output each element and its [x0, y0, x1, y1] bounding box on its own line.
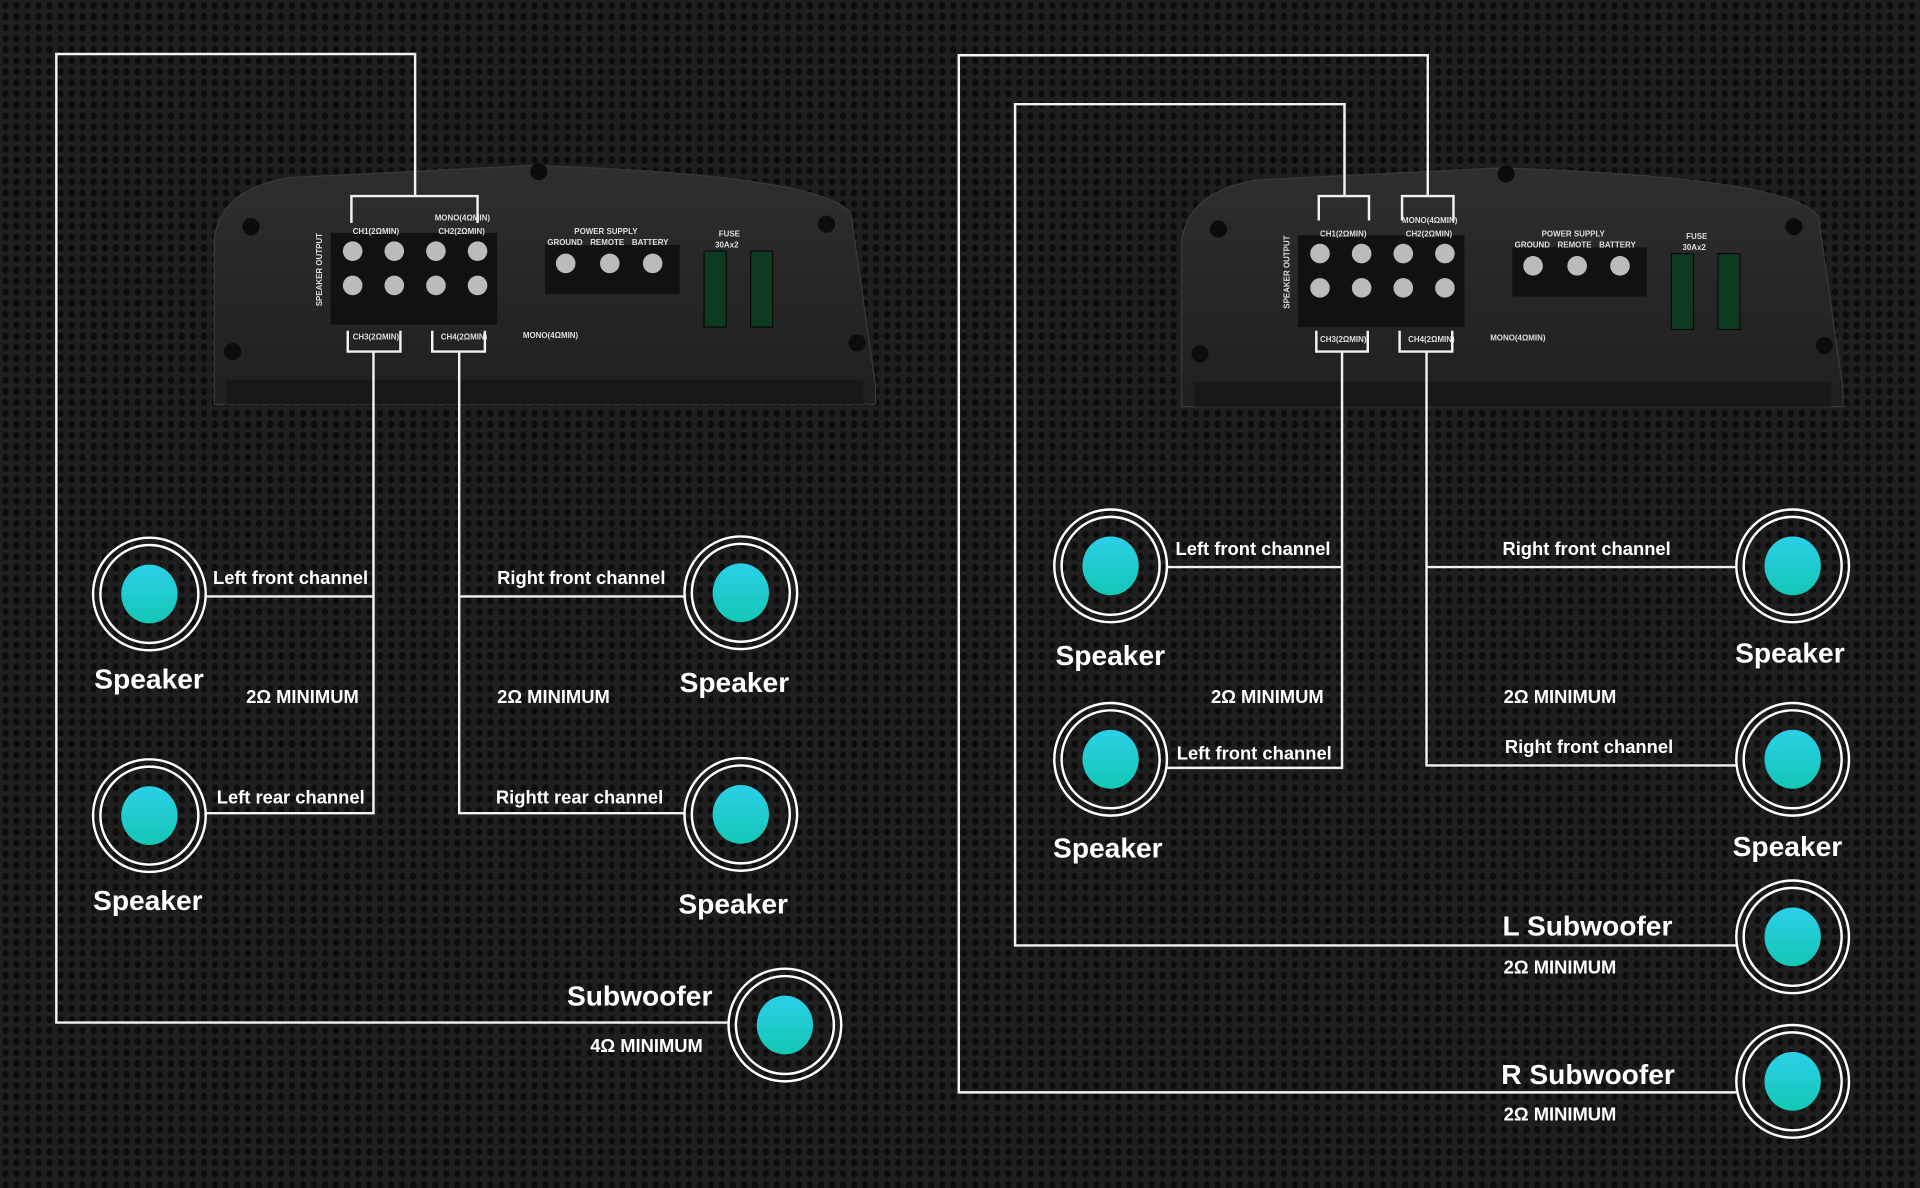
svg-text:CH3(2ΩMIN): CH3(2ΩMIN) — [353, 332, 400, 341]
svg-text:SPEAKER OUTPUT: SPEAKER OUTPUT — [1282, 235, 1291, 308]
label-right-rear: Rightt rear channel — [496, 786, 663, 807]
svg-text:FUSE: FUSE — [1686, 232, 1707, 241]
svg-text:CH2(2ΩMIN): CH2(2ΩMIN) — [1406, 229, 1453, 238]
svg-text:MONO(4ΩMIN): MONO(4ΩMIN) — [523, 331, 579, 340]
amplifier-left: SPEAKER OUTPUT CH1(2ΩMIN) CH2(2ΩMIN) MON… — [213, 162, 877, 405]
svg-text:REMOTE: REMOTE — [1558, 240, 1592, 249]
subwoofer-icon — [1735, 879, 1851, 995]
speaker-label: Speaker — [1733, 831, 1843, 862]
svg-text:SPEAKER OUTPUT: SPEAKER OUTPUT — [315, 233, 324, 306]
left-wires — [55, 52, 729, 1024]
svg-text:FUSE: FUSE — [719, 229, 740, 238]
impedance-label: 2Ω MINIMUM — [1504, 1104, 1617, 1125]
label-left-front: Left front channel — [213, 567, 368, 588]
svg-text:GROUND: GROUND — [1515, 240, 1551, 249]
speaker-label: Speaker — [678, 889, 788, 920]
svg-text:BATTERY: BATTERY — [632, 238, 669, 247]
impedance-label: 2Ω MINIMUM — [1504, 686, 1617, 707]
speaker-icon — [1053, 701, 1169, 817]
label-left-rear: Left rear channel — [217, 786, 365, 807]
svg-text:CH2(2ΩMIN): CH2(2ΩMIN) — [438, 227, 485, 236]
speaker-label: Speaker — [94, 663, 204, 694]
impedance-label: 2Ω MINIMUM — [1504, 957, 1617, 978]
r-subwoofer-label: R Subwoofer — [1501, 1059, 1675, 1090]
impedance-label: 2Ω MINIMUM — [497, 686, 610, 707]
speaker-label: Speaker — [680, 667, 790, 698]
svg-text:MONO(4ΩMIN): MONO(4ΩMIN) — [1402, 216, 1458, 225]
svg-text:30Ax2: 30Ax2 — [715, 240, 739, 249]
svg-text:BATTERY: BATTERY — [1599, 240, 1636, 249]
speaker-icon — [683, 535, 799, 651]
svg-text:REMOTE: REMOTE — [590, 238, 624, 247]
speaker-label: Speaker — [1056, 640, 1166, 671]
label-left-front-2: Left front channel — [1177, 742, 1332, 763]
impedance-label: 2Ω MINIMUM — [1211, 686, 1324, 707]
subwoofer-icon — [1735, 1023, 1851, 1139]
label-right-front: Right front channel — [497, 567, 665, 588]
svg-text:CH3(2ΩMIN): CH3(2ΩMIN) — [1320, 335, 1367, 344]
svg-text:CH1(2ΩMIN): CH1(2ΩMIN) — [1320, 229, 1367, 238]
subwoofer-icon — [727, 967, 843, 1083]
impedance-label: 2Ω MINIMUM — [246, 686, 359, 707]
svg-text:CH4(2ΩMIN): CH4(2ΩMIN) — [441, 332, 488, 341]
speaker-icon — [683, 756, 799, 872]
svg-text:CH4(2ΩMIN): CH4(2ΩMIN) — [1408, 335, 1455, 344]
speaker-icon — [1735, 508, 1851, 624]
speaker-label: Speaker — [1735, 638, 1845, 669]
subwoofer-label: Subwoofer — [567, 980, 713, 1011]
speaker-icon — [1053, 508, 1169, 624]
speaker-icon — [91, 536, 207, 652]
amplifier-right: SPEAKER OUTPUT CH1(2ΩMIN) CH2(2ΩMIN) MON… — [1181, 164, 1844, 408]
speaker-label: Speaker — [1053, 832, 1163, 863]
speaker-icon — [91, 758, 207, 874]
speaker-icon — [1735, 701, 1851, 817]
svg-text:POWER SUPPLY: POWER SUPPLY — [574, 227, 638, 236]
right-wires — [957, 54, 1737, 1094]
svg-text:GROUND: GROUND — [547, 238, 583, 247]
label-right-front-2: Right front channel — [1505, 736, 1673, 757]
speaker-label: Speaker — [93, 885, 203, 916]
svg-text:30Ax2: 30Ax2 — [1682, 243, 1706, 252]
svg-text:MONO(4ΩMIN): MONO(4ΩMIN) — [435, 214, 491, 223]
svg-text:POWER SUPPLY: POWER SUPPLY — [1542, 229, 1606, 238]
svg-text:MONO(4ΩMIN): MONO(4ΩMIN) — [1490, 334, 1546, 343]
l-subwoofer-label: L Subwoofer — [1502, 911, 1672, 942]
label-right-front: Right front channel — [1502, 538, 1670, 559]
label-left-front: Left front channel — [1176, 538, 1331, 559]
impedance-label: 4Ω MINIMUM — [590, 1035, 703, 1056]
svg-text:CH1(2ΩMIN): CH1(2ΩMIN) — [353, 227, 400, 236]
